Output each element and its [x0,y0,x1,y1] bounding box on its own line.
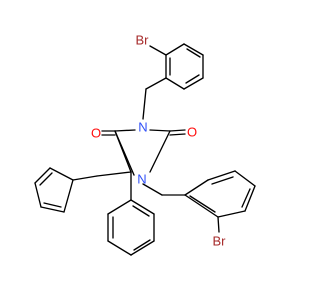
nitrogen-atom-top-label: N [138,120,147,135]
bond-ring-to-ch2-top [145,77,167,90]
bond-ch2-to-n-top [142,88,147,120]
bromine-atom-bottom-label: Br [213,234,227,249]
oxygen-atom-right-label: O [187,125,197,140]
nitrogen-atom-bottom-label: N [137,172,146,187]
oxygen-atom-left-label: O [91,126,101,141]
bromine-atom-top-label: Br [136,33,150,48]
bond-ring-to-br-bottom [217,216,220,233]
upper-bromophenyl-ring [165,43,204,90]
lower-bromophenyl-ring [184,170,256,218]
bond-carbonyl-right-a [169,129,186,132]
bond-c5-to-phenyl-left [96,171,132,177]
lower-phenyl-ring [107,199,155,256]
left-phenyl-ring [34,167,98,213]
molecule-canvas: Br N N O O Br [34,33,256,256]
bond-carbonyl-right-b [169,133,186,136]
bond-n-bottom-to-ch2 [142,183,163,196]
molecule-structure: Br N N O O Br [34,33,256,256]
hydantoin-ring [114,129,171,176]
bond-ring-to-br-top [149,45,167,56]
